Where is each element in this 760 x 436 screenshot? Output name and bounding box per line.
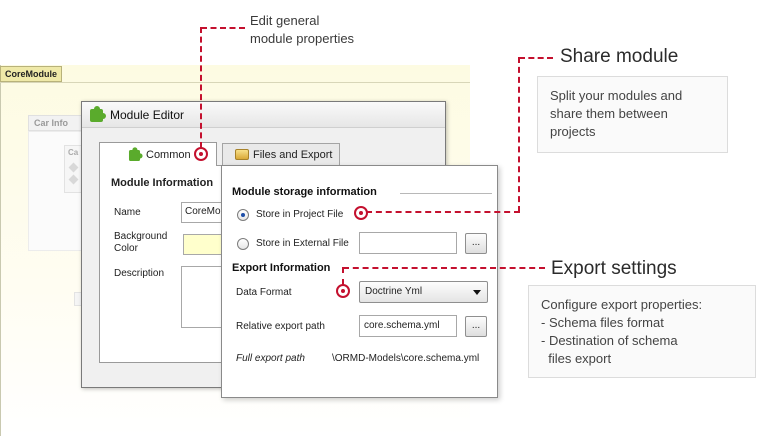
window-title: Module Editor (110, 108, 185, 122)
share-info-box: Split your modules and share them betwee… (537, 76, 728, 153)
export-info-line: - Destination of schema (541, 333, 678, 348)
background-color-label-1: Background (114, 231, 168, 242)
callout-general-line2: module properties (250, 31, 355, 46)
callout-marker-general (194, 147, 208, 161)
data-format-label: Data Format (236, 287, 292, 298)
export-section-heading: Export Information (232, 262, 331, 274)
export-info-line: files export (541, 351, 612, 366)
store-project-label[interactable]: Store in Project File (256, 209, 344, 220)
storage-section-heading: Module storage information (232, 186, 377, 198)
callout-export-title: Export settings (551, 258, 677, 279)
tab-common-label: Common (146, 149, 191, 161)
callout-connector (342, 267, 344, 285)
store-project-radio[interactable] (237, 209, 249, 221)
chevron-down-icon (473, 290, 481, 295)
module-tab[interactable]: CoreModule (0, 66, 62, 82)
callout-connector (201, 27, 245, 29)
description-label: Description (114, 268, 165, 279)
callout-share-title: Share module (560, 46, 679, 67)
callout-connector (518, 57, 520, 212)
background-color-label-2: Color (114, 243, 138, 254)
export-info-line: - Schema files format (541, 315, 664, 330)
full-path-value: \ORMD-Models\core.schema.yml (332, 353, 480, 364)
callout-connector (200, 27, 202, 148)
entity-car-header[interactable]: Car Info (28, 115, 88, 131)
window-titlebar[interactable]: Module Editor (82, 102, 445, 128)
tab-files-and-export[interactable]: Files and Export (222, 143, 340, 166)
files-export-panel: Module storage information Store in Proj… (221, 165, 498, 398)
tab-export-label: Files and Export (253, 149, 333, 161)
store-external-radio[interactable] (237, 238, 249, 250)
callout-marker-share (354, 206, 368, 220)
callout-connector (366, 211, 520, 213)
callout-connector (519, 57, 553, 59)
callout-marker-export (336, 284, 350, 298)
share-info-line: projects (550, 124, 596, 139)
share-info-line: share them between (550, 106, 668, 121)
relative-path-input[interactable]: core.schema.yml (359, 315, 457, 337)
name-label: Name (114, 207, 141, 218)
callout-general-line1: Edit general (250, 13, 320, 28)
external-file-input[interactable] (359, 232, 457, 254)
module-frame (0, 82, 470, 436)
share-info-line: Split your modules and (550, 88, 683, 103)
relative-path-label: Relative export path (236, 321, 325, 332)
export-info-box: Configure export properties: - Schema fi… (528, 285, 756, 378)
section-divider (400, 193, 492, 194)
data-format-select[interactable]: Doctrine Yml (359, 281, 488, 303)
background-color-swatch[interactable] (183, 234, 223, 255)
entity-small-label: Ca (68, 148, 79, 157)
full-path-label: Full export path (236, 353, 305, 364)
module-information-heading: Module Information (111, 177, 214, 189)
store-external-label[interactable]: Store in External File (256, 238, 349, 249)
puzzle-icon (90, 106, 106, 122)
puzzle-icon (128, 147, 143, 162)
field-diamond-icon (68, 174, 79, 185)
data-format-value: Doctrine Yml (365, 286, 423, 297)
callout-connector (343, 267, 545, 269)
folder-icon (235, 149, 249, 160)
browse-relative-button[interactable]: ... (465, 316, 487, 337)
field-diamond-icon (68, 162, 79, 173)
export-info-line: Configure export properties: (541, 297, 703, 312)
browse-external-button[interactable]: ... (465, 233, 487, 254)
